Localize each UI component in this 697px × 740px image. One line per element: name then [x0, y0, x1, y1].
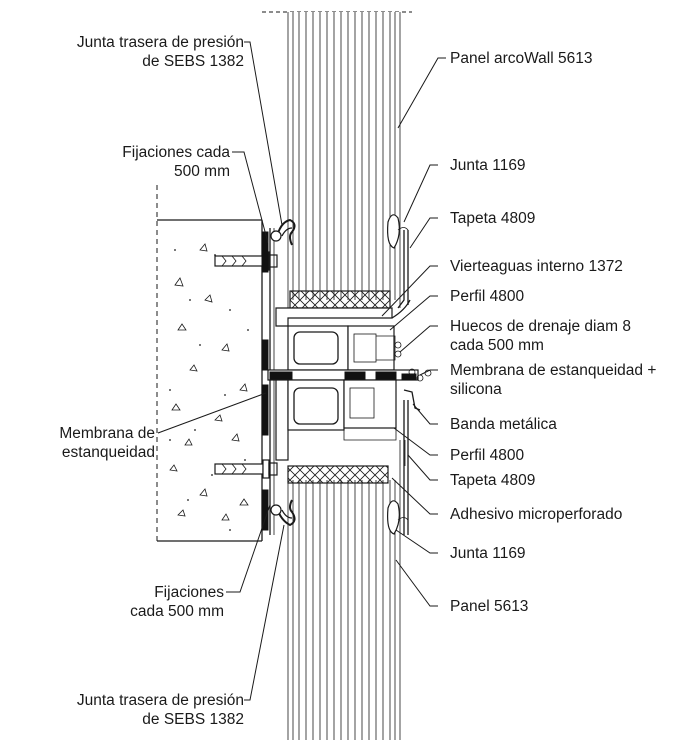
label-perfil-bottom: Perfil 4800 [450, 447, 524, 464]
label-fijaciones-top-2: 500 mm [174, 163, 230, 180]
label-perfil-top: Perfil 4800 [450, 288, 524, 305]
gasket-bottom [387, 500, 409, 535]
label-vierteaguas: Vierteaguas interno 1372 [450, 258, 623, 275]
lower-panel [287, 465, 401, 740]
leader-lines [157, 41, 446, 701]
upper-panel [287, 12, 401, 309]
label-fijaciones-top-1: Fijaciones cada [122, 144, 230, 161]
label-tapeta-top: Tapeta 4809 [450, 210, 535, 227]
label-junta-trasera-bottom-1: Junta trasera de presión [77, 692, 244, 709]
label-junta-bottom: Junta 1169 [450, 545, 526, 562]
sebs-gasket-bottom [270, 499, 296, 527]
membrane-strips [261, 231, 269, 531]
label-junta-top: Junta 1169 [450, 157, 526, 174]
label-membrana-right-1: Membrana de estanqueidad + [450, 362, 656, 379]
label-junta-trasera-top-2: de SEBS 1382 [142, 53, 244, 70]
label-membrana-right-2: silicona [450, 381, 502, 398]
label-junta-trasera-top-1: Junta trasera de presión [77, 34, 244, 51]
label-junta-trasera-bottom-2: de SEBS 1382 [142, 711, 244, 728]
label-banda-metalica: Banda metálica [450, 416, 557, 433]
label-huecos-2: cada 500 mm [450, 337, 544, 354]
carrier-profile [269, 228, 275, 535]
sebs-gasket-top [270, 218, 296, 246]
seal-membrane-middle [267, 368, 432, 382]
label-membrana-left-1: Membrana de [59, 425, 155, 442]
concrete-wall [156, 185, 263, 545]
label-membrana-left-2: estanqueidad [62, 444, 155, 461]
gasket-top [387, 214, 409, 249]
label-tapeta-bottom: Tapeta 4809 [450, 472, 535, 489]
fixing-bottom [214, 459, 278, 479]
joint-profile-lower [275, 379, 421, 466]
joint-profile-upper [275, 299, 411, 371]
label-panel-arcowall: Panel arcoWall 5613 [450, 50, 592, 67]
label-adhesivo: Adhesivo microperforado [450, 506, 622, 523]
label-fijaciones-bottom-2: cada 500 mm [130, 603, 224, 620]
label-huecos-1: Huecos de drenaje diam 8 [450, 318, 631, 335]
tapeta-profiles [397, 230, 409, 535]
label-panel-bottom: Panel 5613 [450, 598, 528, 615]
label-fijaciones-bottom-1: Fijaciones [154, 584, 224, 601]
